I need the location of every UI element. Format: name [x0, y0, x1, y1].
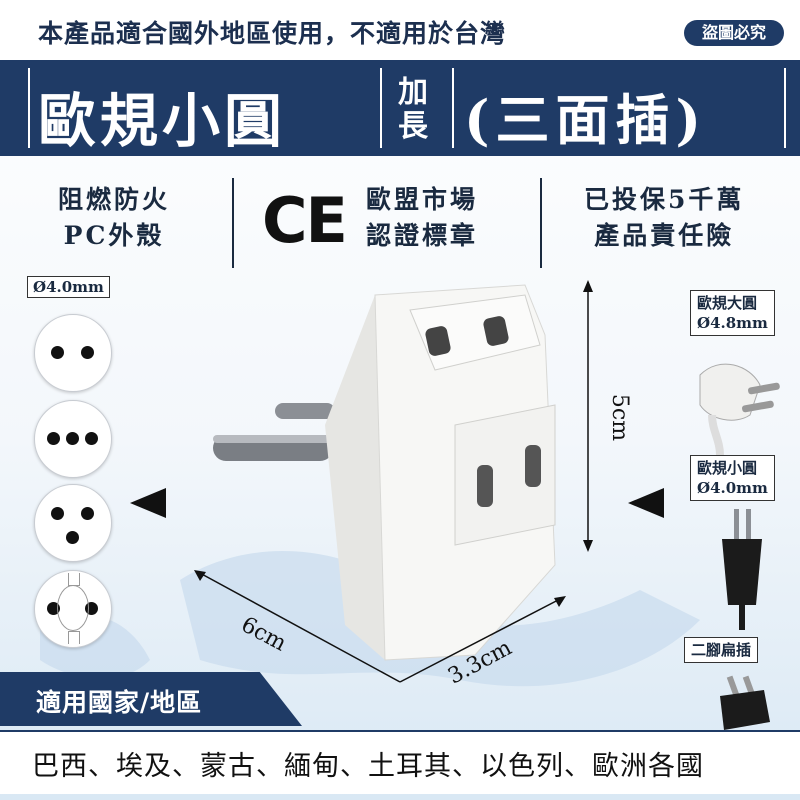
ce-mark-icon: CE: [262, 184, 348, 257]
three-pin-triangle-socket-icon: [34, 484, 112, 562]
schuko-socket-icon: [34, 570, 112, 648]
dimension-lines: [194, 280, 593, 683]
title-sub-box: 加長: [388, 68, 440, 148]
title-face: (三面插): [464, 88, 708, 152]
three-pin-inline-socket-icon: [34, 400, 112, 478]
flat-pin-plug-icon: [720, 675, 770, 730]
countries-list-bar: 巴西、埃及、蒙古、緬甸、土耳其、以色列、歐洲各國: [0, 730, 800, 794]
pointer-arrow-icon: [130, 488, 166, 518]
feature-flame-retardant: 阻燃防火 PC外殼: [58, 182, 170, 254]
divider: [232, 178, 234, 268]
countries-heading: 適用國家/地區: [36, 688, 203, 717]
height-dimension: 5cm: [607, 393, 633, 442]
notice-bar: 本產品適合國外地區使用，不適用於台灣 盜圖必究: [0, 0, 800, 60]
feature-line: 已投保5千萬: [584, 185, 745, 214]
title-main: 歐規小圓: [38, 87, 287, 155]
title-band: 歐規小圓 加長 (三面插): [0, 60, 800, 156]
title-main-box: 歐規小圓: [28, 68, 382, 155]
title-face-box: (三面插): [452, 68, 786, 152]
feature-line: 歐盟市場: [366, 185, 479, 214]
feature-eu-certified: 歐盟市場 認證標章: [366, 182, 478, 254]
two-pin-socket-icon: [34, 314, 112, 392]
plug-label-eu-large: 歐規大圓 Ø4.8mm: [690, 290, 775, 336]
feature-line: 阻燃防火: [58, 185, 171, 214]
divider: [540, 178, 542, 268]
pin-diameter-label: Ø4.0mm: [27, 276, 110, 298]
countries-list: 巴西、埃及、蒙古、緬甸、土耳其、以色列、歐洲各國: [32, 751, 704, 782]
eu-large-plug-icon: [699, 363, 780, 455]
feature-line: PC外殼: [63, 221, 165, 250]
notice-text: 本產品適合國外地區使用，不適用於台灣: [38, 19, 507, 48]
feature-line: 產品責任險: [594, 221, 735, 250]
adapter-product-image: [213, 284, 556, 661]
eu-small-plug-icon: [722, 509, 762, 630]
title-sub: 加長: [398, 75, 428, 144]
anti-theft-stamp: 盜圖必究: [684, 20, 784, 46]
countries-heading-banner: 適用國家/地區: [0, 672, 302, 726]
plug-label-flat: 二腳扁插: [684, 637, 759, 663]
plug-label-eu-small: 歐規小圓 Ø4.0mm: [690, 455, 775, 501]
feature-insurance: 已投保5千萬 產品責任險: [584, 182, 744, 254]
feature-line: 認證標章: [366, 221, 479, 250]
pointer-arrow-icon: [628, 488, 664, 518]
